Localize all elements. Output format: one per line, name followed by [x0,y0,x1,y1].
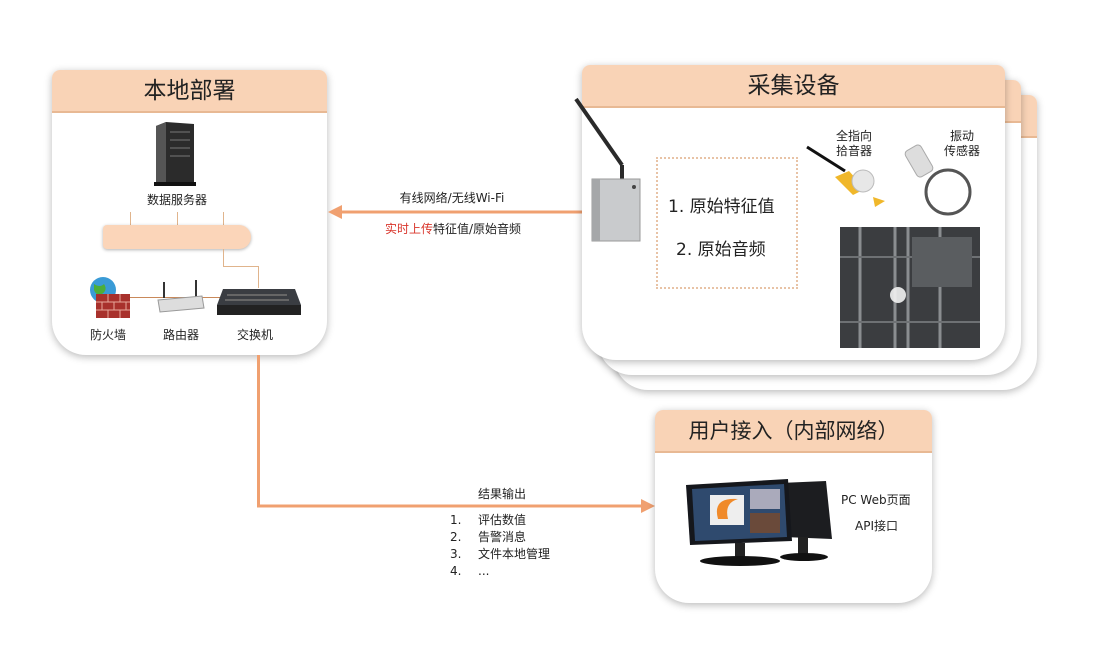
vibration-sensor-label: 振动传感器 [944,129,981,158]
output-item: 4.... [450,564,490,578]
switch-label: 交换机 [236,328,274,342]
output-item: 1.评估数值 [450,513,527,527]
server-label: 数据服务器 [146,193,208,207]
local-deployment-title: 本地部署 [52,70,327,113]
user-access-title: 用户接入（内部网络） [655,410,932,453]
upload-content-text: 实时上传特征值/原始音频 [385,220,521,237]
elevator-shaft-photo [840,227,980,348]
switch-icon [217,289,301,315]
server-icon [154,122,196,186]
microphone-icon [806,145,885,207]
router-label: 路由器 [162,328,200,342]
wireless-gateway-icon [574,97,641,242]
router-icon [157,280,205,313]
wire [258,266,259,288]
upload-highlight: 实时上传 [384,222,433,236]
wire [223,266,258,267]
collection-title: 采集设备 [582,65,1005,108]
pc-web-label: PC Web页面 [841,493,911,507]
vibration-sensor-icon [904,144,972,216]
wire [125,297,225,298]
api-label: API接口 [855,519,898,533]
upload-rest: 特征值/原始音频 [432,222,522,236]
upload-network-text: 有线网络/无线Wi-Fi [399,191,505,205]
monitors-icon [686,479,832,566]
mic-label: 全指向拾音器 [836,129,873,158]
collection-item: 1. 原始特征值 [668,197,775,217]
firewall-label: 防火墙 [89,328,127,342]
wire [223,212,224,227]
wire [223,249,224,266]
output-item: 2.告警消息 [450,530,527,544]
data-types-box [656,157,798,289]
output-item: 3.文件本地管理 [450,547,551,561]
wire [130,212,131,227]
output-title: 结果输出 [478,487,527,501]
collection-item: 2. 原始音频 [676,240,766,260]
upload-arrow [328,205,582,219]
output-list: 1.评估数值 2.告警消息 3.文件本地管理 4.... [450,512,550,580]
wire [177,212,178,227]
network-bus [103,225,251,249]
output-arrow [257,499,655,513]
output-line-vertical [257,355,260,507]
firewall-icon [90,277,130,318]
